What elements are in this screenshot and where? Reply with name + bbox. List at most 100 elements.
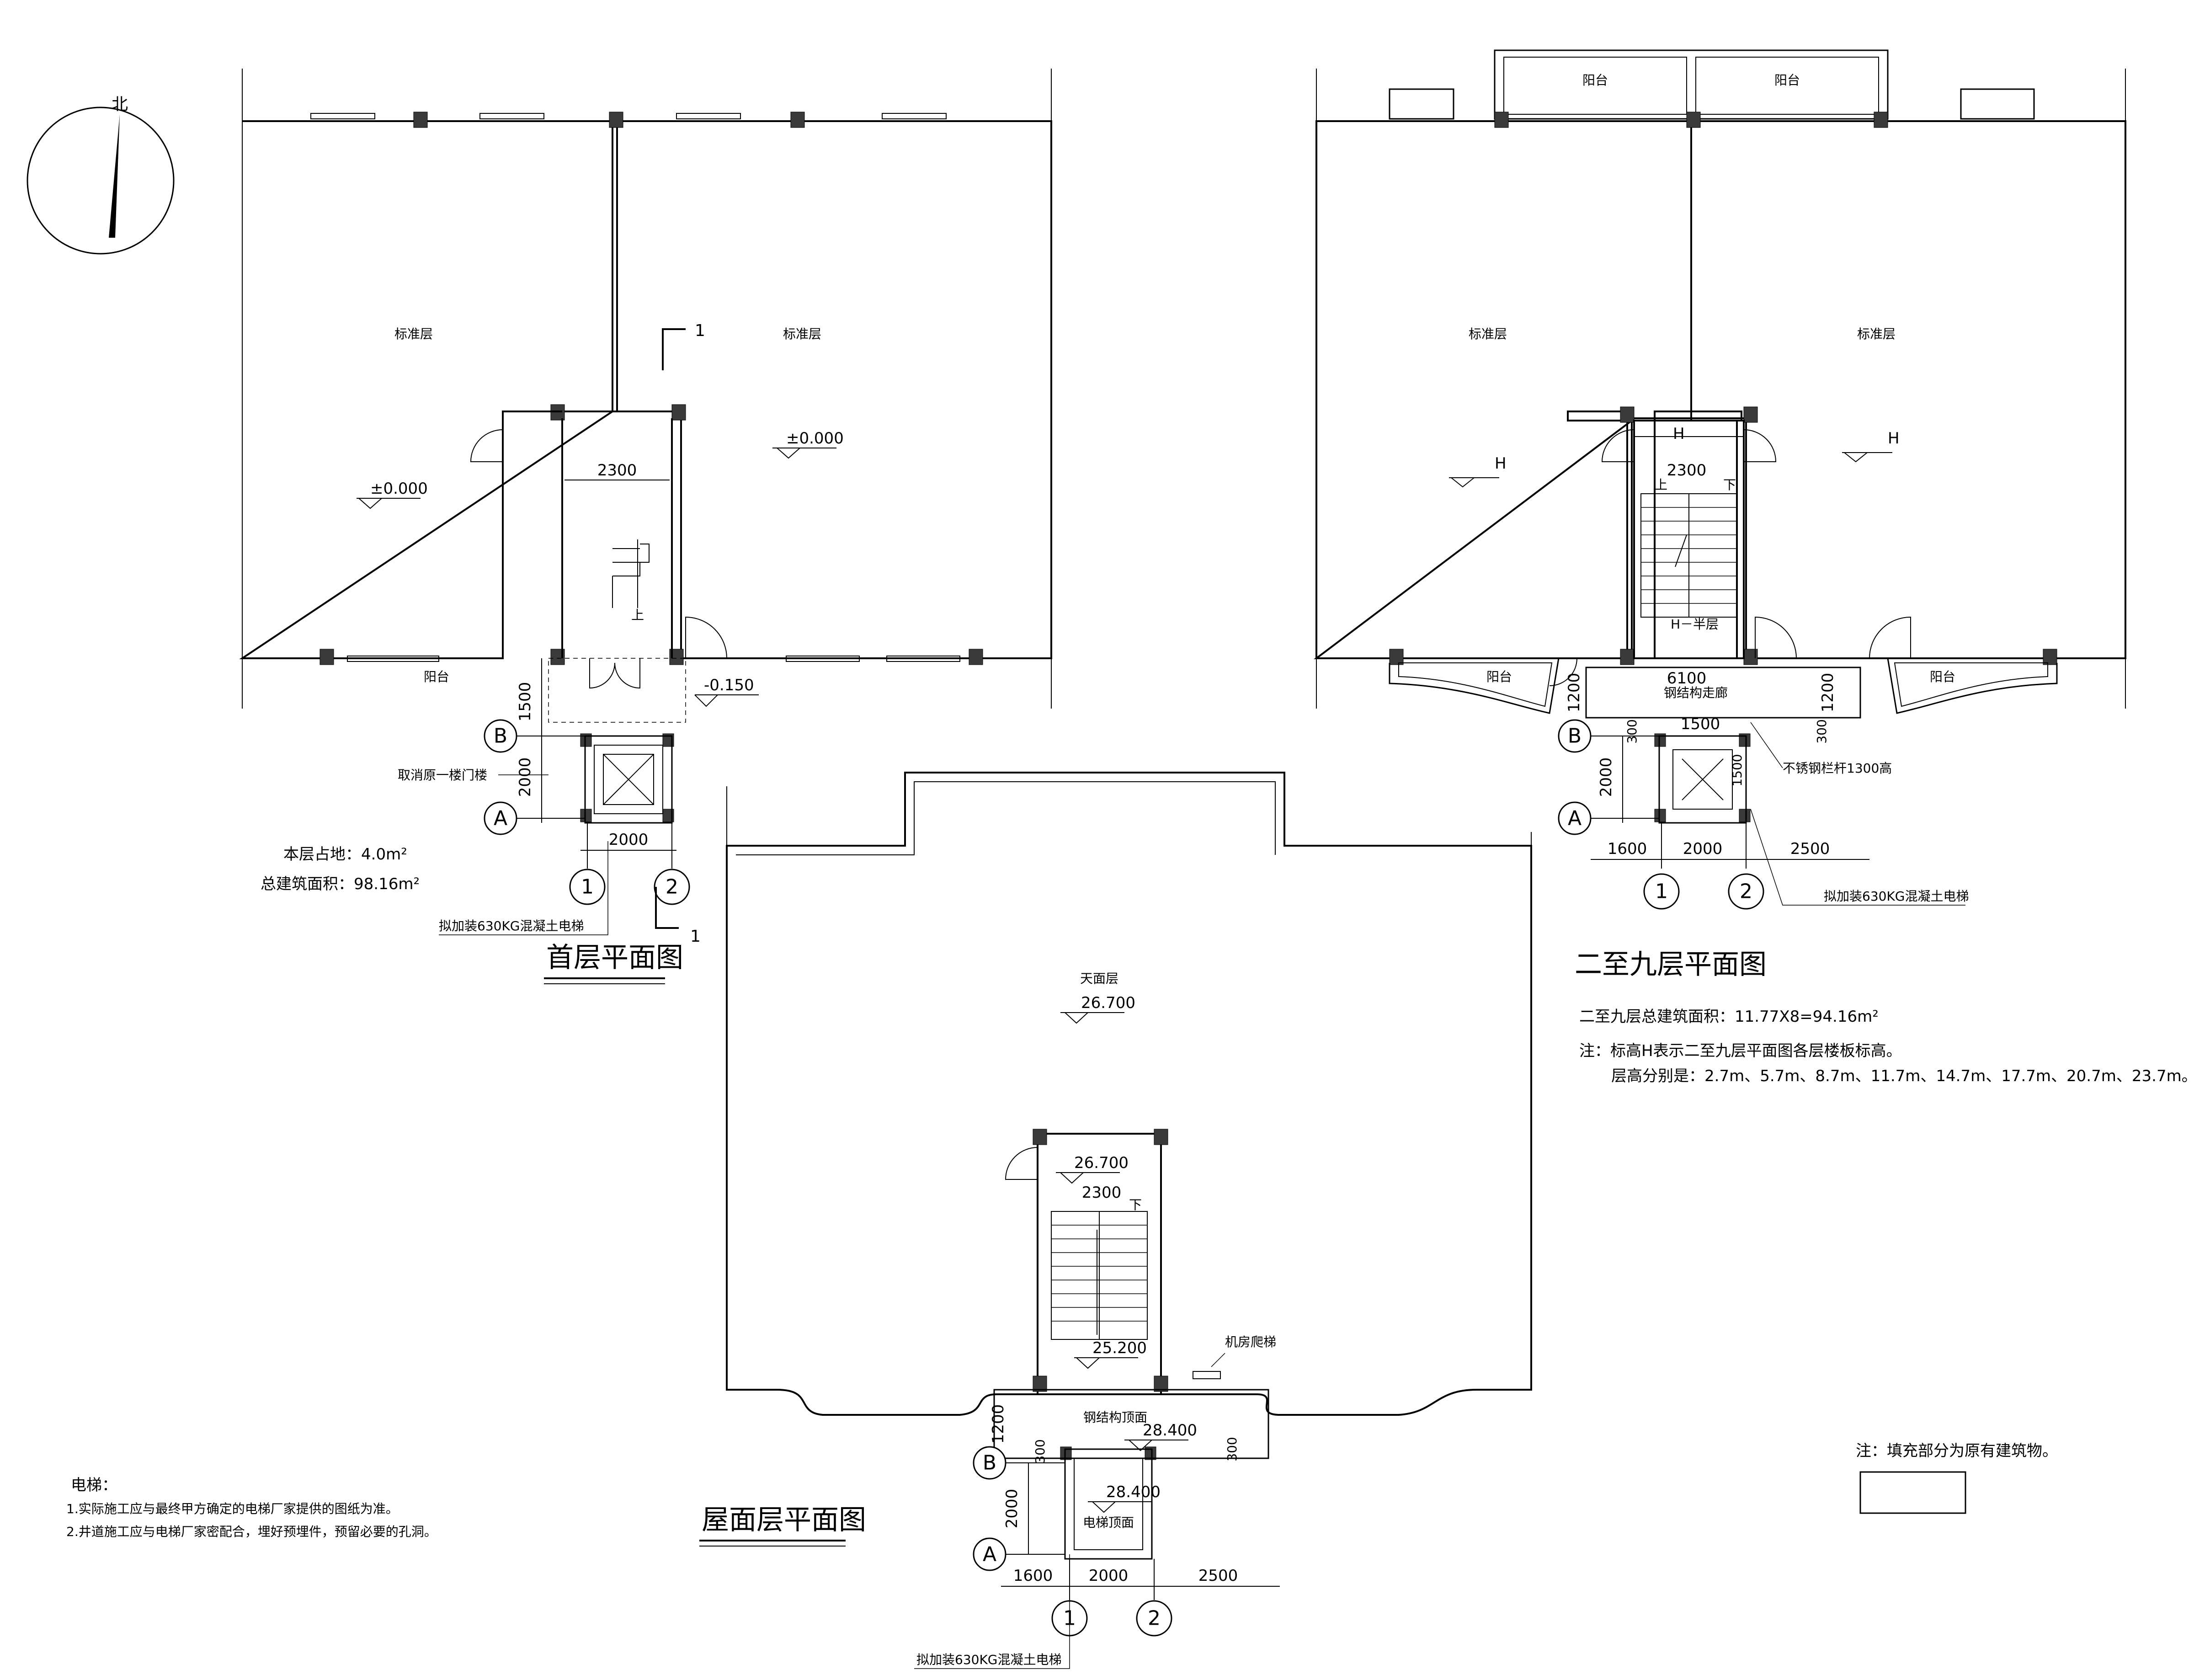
- ground-axis-B: B: [494, 725, 507, 748]
- typical-dim-6100: 6100: [1667, 669, 1707, 688]
- typical-room-right: 标准层: [1857, 326, 1896, 341]
- typical-floor-plan: 阳台 阳台 上 下: [1314, 49, 2194, 1085]
- typical-dim-1200-left: 1200: [1565, 673, 1583, 713]
- elevator-notes-heading: 电梯：: [71, 1476, 117, 1494]
- typical-level-H-left: H: [1495, 454, 1507, 473]
- existing-building-hatch: [239, 120, 1052, 659]
- roof-stair-down: 下: [1129, 1197, 1142, 1212]
- elevator-note-2: 2.井道施工应与电梯厂家密配合，埋好预埋件，预留必要的孔洞。: [66, 1524, 437, 1539]
- typical-stair-up: 上: [1655, 477, 1667, 492]
- typical-room-left: 标准层: [1469, 326, 1507, 341]
- section-mark-bottom: 1: [690, 927, 701, 946]
- elevator-note-1: 1.实际施工应与最终甲方确定的电梯厂家提供的图纸为准。: [66, 1501, 399, 1516]
- typical-dim-1600: 1600: [1608, 840, 1647, 858]
- roof-dim-300-right: 300: [1225, 1437, 1240, 1461]
- roof-elevator-top: 电梯顶面: [1083, 1515, 1134, 1530]
- roof-level-25: 25.200: [1092, 1339, 1147, 1357]
- roof-dim-1200: 1200: [989, 1404, 1007, 1444]
- typical-balcony-top-left: 阳台: [1582, 73, 1608, 88]
- elevator-notes: 电梯： 1.实际施工应与最终甲方确定的电梯厂家提供的图纸为准。 2.井道施工应与…: [66, 1476, 437, 1539]
- columns-typical: [1389, 112, 2057, 822]
- roof-dim-2500: 2500: [1198, 1567, 1238, 1585]
- ground-axis-A: A: [494, 807, 507, 830]
- roof-axis-A: A: [983, 1543, 996, 1566]
- typical-dim-2000-h: 2000: [1683, 840, 1723, 858]
- ground-note-elevator: 拟加装630KG混凝土电梯: [439, 918, 584, 933]
- typical-note-1: 注：标高H表示二至九层平面图各层楼板标高。: [1579, 1042, 1902, 1060]
- roof-level-main: 26.700: [1081, 994, 1135, 1012]
- ground-axis-1: 1: [581, 875, 594, 899]
- typical-note-elevator: 拟加装630KG混凝土电梯: [1824, 889, 1969, 904]
- section-mark-top: 1: [695, 321, 705, 340]
- typical-plan-title: 二至九层平面图: [1575, 949, 1767, 981]
- legend: 注：填充部分为原有建筑物。: [1856, 1442, 2058, 1514]
- existing-building-hatch-typical: [1314, 120, 2126, 659]
- ground-level-step: -0.150: [704, 676, 754, 694]
- roof-level-284: 28.400: [1143, 1421, 1197, 1440]
- legend-text: 注：填充部分为原有建筑物。: [1856, 1442, 2058, 1460]
- windows-top: [310, 113, 960, 662]
- roof-note-elevator: 拟加装630KG混凝土电梯: [916, 1652, 1062, 1667]
- ground-dim-2000-v: 2000: [516, 757, 534, 797]
- roof-dim-2300: 2300: [1082, 1184, 1122, 1202]
- roof-dim-300-left: 300: [1033, 1439, 1048, 1463]
- roof-axis-2: 2: [1148, 1607, 1161, 1630]
- roof-stair-flight: [1051, 1211, 1148, 1340]
- typical-balcony-right: 阳台: [1930, 669, 1955, 684]
- ground-axis-2: 2: [666, 875, 678, 899]
- typical-axis-B: B: [1568, 725, 1582, 748]
- ground-level-left: ±0.000: [370, 480, 428, 498]
- typical-stair-down: 下: [1723, 477, 1736, 492]
- typical-dim-1200-right: 1200: [1819, 673, 1837, 713]
- ground-room-left: 标准层: [394, 326, 433, 341]
- typical-note-2: 层高分别是：2.7m、5.7m、8.7m、11.7m、14.7m、17.7m、2…: [1611, 1067, 2194, 1085]
- roof-plan: 下 钢结构顶面 1200 300 300 机房爬梯 电梯顶面 26.700 26…: [699, 772, 1532, 1669]
- typical-dim-1500-v: 1500: [1730, 754, 1745, 786]
- typical-level-H-stair: H: [1673, 425, 1685, 443]
- ground-balcony: 阳台: [424, 669, 449, 684]
- ground-area-total: 总建筑面积：98.16m²: [261, 875, 420, 893]
- roof-plan-title: 屋面层平面图: [702, 1504, 866, 1536]
- roof-dim-1600: 1600: [1013, 1567, 1053, 1585]
- north-arrow: 北: [27, 95, 175, 255]
- roof-level-284b: 28.400: [1106, 1483, 1161, 1501]
- ground-dim-1500: 1500: [516, 682, 534, 722]
- typical-dim-2300: 2300: [1667, 461, 1707, 480]
- typical-railing: 不锈钢栏杆1300高: [1783, 761, 1892, 776]
- roof-axis-B: B: [983, 1451, 996, 1475]
- typical-dim-2000-v: 2000: [1597, 757, 1615, 797]
- typical-dim-300-right: 300: [1814, 719, 1829, 743]
- typical-axis-A: A: [1568, 807, 1582, 830]
- typical-dim-1500: 1500: [1681, 715, 1720, 733]
- typical-axis-1: 1: [1655, 880, 1668, 903]
- typical-dim-2500: 2500: [1790, 840, 1830, 858]
- roof-room-label: 天面层: [1080, 971, 1118, 986]
- ground-plan-title: 首层平面图: [546, 942, 683, 974]
- typical-level-half: H－半层: [1671, 617, 1719, 632]
- roof-level-stair: 26.700: [1074, 1154, 1129, 1172]
- stair-up-label: 上: [631, 608, 644, 623]
- typical-corridor-label: 钢结构走廊: [1664, 685, 1728, 700]
- ground-area-footprint: 本层占地：4.0m²: [283, 845, 407, 864]
- roof-machine-ladder: 机房爬梯: [1225, 1334, 1276, 1349]
- typical-balcony-top-right: 阳台: [1774, 73, 1800, 88]
- roof-hatch: [726, 772, 1532, 1416]
- ground-floor-plan: 上 标准层 标准层 ±0.000 ±0.000 -0.150 阳台 2300 1…: [239, 69, 1052, 984]
- legend-hatch-swatch: [1859, 1471, 1966, 1514]
- columns: [320, 112, 983, 822]
- ground-level-right: ±0.000: [786, 429, 844, 448]
- roof-corridor-label: 钢结构顶面: [1083, 1410, 1147, 1425]
- typical-axis-2: 2: [1740, 880, 1752, 903]
- typical-level-H-right: H: [1888, 429, 1900, 448]
- ground-note-remove-door: 取消原一楼门楼: [398, 768, 487, 783]
- ground-room-right: 标准层: [783, 326, 821, 341]
- ground-dim-2300: 2300: [597, 461, 637, 480]
- roof-dim-2000-v: 2000: [1003, 1489, 1021, 1529]
- typical-dim-300-left: 300: [1624, 719, 1640, 743]
- ground-dim-2000-h: 2000: [609, 831, 649, 849]
- typical-area-total: 二至九层总建筑面积：11.77X8=94.16m²: [1579, 1008, 1879, 1026]
- typical-balcony-left: 阳台: [1486, 669, 1512, 684]
- typical-stair-flight: [1640, 493, 1737, 618]
